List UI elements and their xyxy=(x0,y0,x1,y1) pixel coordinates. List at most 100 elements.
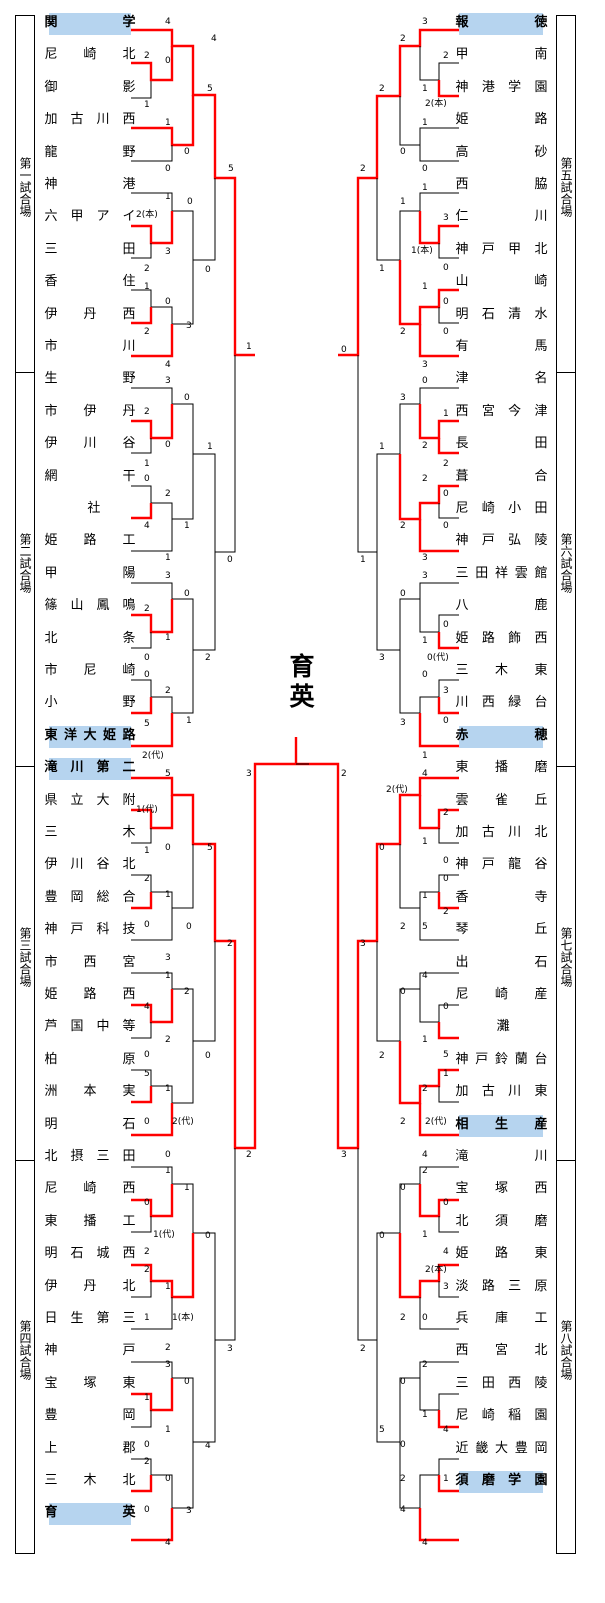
left-team-26: 三木 xyxy=(44,825,136,840)
left-team-22: 小野 xyxy=(44,695,136,710)
right-venue-2: 第六試合場 xyxy=(556,372,576,767)
right-team-11: 有馬 xyxy=(455,339,548,354)
winner-path xyxy=(338,28,459,357)
bracket-line xyxy=(438,828,459,844)
left-team-30: 市西宮 xyxy=(44,955,136,970)
left-team-46: 三木北 xyxy=(44,1473,136,1488)
score-label: 1 xyxy=(422,183,428,193)
bracket-line xyxy=(131,1297,173,1330)
winner-path xyxy=(437,1410,459,1429)
score-label: 2 xyxy=(422,1360,428,1370)
score-label: 2 xyxy=(422,441,428,451)
right-venue-1: 第五試合場 xyxy=(556,15,576,373)
left-team-9: 香住 xyxy=(44,274,136,289)
score-label: 1 xyxy=(144,282,150,292)
score-label: 0 xyxy=(184,147,190,157)
score-label: 0 xyxy=(144,1050,150,1060)
score-label: 0 xyxy=(187,197,193,207)
score-label: 2(代) xyxy=(386,785,408,795)
score-label: 3 xyxy=(400,718,406,728)
score-label: 0 xyxy=(165,56,171,66)
score-label: 1 xyxy=(360,555,366,565)
right-team-17: 神戸弘陵 xyxy=(455,533,548,548)
score-label: 0 xyxy=(144,1198,150,1208)
score-label: 1 xyxy=(422,1035,428,1045)
score-label: 2 xyxy=(360,164,366,174)
score-label: 0 xyxy=(422,670,428,680)
left-team-6: 神港 xyxy=(44,177,136,192)
winner-path xyxy=(131,1103,174,1137)
score-label: 0 xyxy=(205,1051,211,1061)
right-team-23: 赤穂 xyxy=(455,728,548,743)
score-label: 4 xyxy=(165,360,171,370)
right-team-1: 報徳 xyxy=(455,15,548,30)
winner-path xyxy=(131,989,174,1024)
score-label: 1 xyxy=(422,636,428,646)
seed-highlight xyxy=(49,13,131,35)
score-label: 2 xyxy=(144,1265,150,1275)
score-label: 0(代) xyxy=(427,653,449,663)
score-label: 1 xyxy=(144,459,150,469)
score-label: 2 xyxy=(400,1313,406,1323)
score-label: 2 xyxy=(400,1474,406,1484)
right-team-46: 須磨学園 xyxy=(455,1473,548,1488)
bracket-line xyxy=(131,941,216,1042)
score-label: 1 xyxy=(165,118,171,128)
bracket-line xyxy=(438,1086,459,1103)
score-label: 1(本) xyxy=(411,246,433,256)
score-label: 5 xyxy=(379,1425,385,1435)
score-label: 3 xyxy=(422,571,428,581)
right-team-43: 三田西陵 xyxy=(455,1376,548,1391)
score-label: 5 xyxy=(228,164,234,174)
winner-path xyxy=(398,260,459,326)
right-team-41: 兵庫工 xyxy=(455,1311,548,1326)
score-label: 1 xyxy=(144,100,150,110)
right-team-4: 姫路 xyxy=(455,112,548,127)
bracket-line xyxy=(131,1410,152,1428)
score-label: 3 xyxy=(165,953,171,963)
score-label: 0 xyxy=(443,1198,449,1208)
bracket-line xyxy=(419,908,459,941)
seed-highlight xyxy=(49,758,131,780)
score-label: 0 xyxy=(400,987,406,997)
left-team-27: 伊川谷北 xyxy=(44,857,136,872)
seed-highlight xyxy=(459,1471,543,1493)
winner-path xyxy=(131,404,174,440)
score-label: 2 xyxy=(144,407,150,417)
score-label: 4 xyxy=(144,1002,150,1012)
score-label: 0 xyxy=(443,489,449,499)
score-label: 3 xyxy=(165,247,171,257)
score-label: 1 xyxy=(422,1410,428,1420)
score-label: 0 xyxy=(144,1440,150,1450)
score-label: 1 xyxy=(165,1084,171,1094)
right-team-44: 尼崎稲園 xyxy=(455,1408,548,1423)
score-label: 0 xyxy=(443,521,449,531)
right-team-20: 姫路飾西 xyxy=(455,631,548,646)
seed-highlight xyxy=(49,1503,131,1525)
score-label: 3 xyxy=(422,553,428,563)
left-team-32: 芦国中等 xyxy=(44,1019,136,1034)
winner-path xyxy=(131,46,174,82)
score-label: 1 xyxy=(443,1069,449,1079)
winner-path xyxy=(418,1508,459,1542)
bracket-line xyxy=(131,1148,236,1341)
score-label: 3 xyxy=(443,686,449,696)
score-label: 1 xyxy=(422,891,428,901)
score-label: 3 xyxy=(227,1344,233,1354)
score-label: 3 xyxy=(422,360,428,370)
score-label: 2 xyxy=(165,686,171,696)
left-team-15: 網干 xyxy=(44,469,136,484)
score-label: 1 xyxy=(246,342,252,352)
score-label: 4 xyxy=(165,17,171,27)
bracket-line xyxy=(419,46,459,81)
left-team-25: 県立大附 xyxy=(44,793,136,808)
venue-label: 第八試合場 xyxy=(559,1320,573,1380)
score-label: 3 xyxy=(422,17,428,27)
left-team-8: 三田 xyxy=(44,242,136,257)
score-label: 1 xyxy=(144,1313,150,1323)
score-label: 2 xyxy=(400,34,406,44)
score-label: 4 xyxy=(422,971,428,981)
left-venue-1: 第一試合場 xyxy=(15,15,35,373)
winner-path xyxy=(131,1475,153,1493)
